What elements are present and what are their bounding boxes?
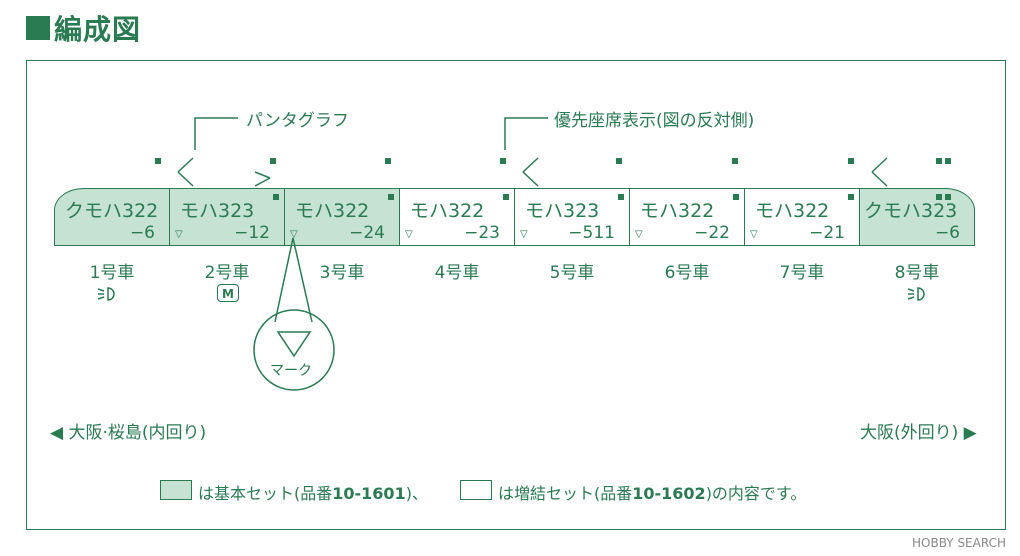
car-number-label: 1号車 [89, 263, 135, 283]
motor-icon: M [217, 284, 239, 302]
car-name: モハ323 [525, 200, 600, 222]
car-name: モハ322 [410, 200, 485, 222]
car-name: クモハ323 [864, 200, 958, 222]
direction-right-text: 大阪(外回り) [860, 423, 959, 443]
car-7: モハ322 −21 ▽ [744, 188, 860, 246]
car-name: モハ322 [295, 200, 370, 222]
car-number: −24 [349, 223, 385, 243]
priority-seat-dot [388, 194, 394, 200]
car-number-label: 6号車 [664, 263, 710, 283]
priority-seat-label: 優先座席表示(図の反対側) [554, 111, 755, 131]
left-arrow-icon: ◀ [50, 423, 64, 443]
car-2: モハ323 −12 ▽ [169, 188, 285, 246]
pantograph-icon [522, 157, 539, 173]
roof-dot [270, 158, 276, 164]
legend-ext-code: 10-1602 [632, 484, 706, 503]
car-number-label: 5号車 [549, 263, 595, 283]
title-text: 編成図 [54, 13, 142, 46]
car-number-label: 2号車 [204, 263, 250, 283]
car-8: クモハ323 −6 [859, 188, 975, 246]
roof-dot [616, 158, 622, 164]
priority-seat-dot [733, 194, 739, 200]
car-5: モハ323 −511 ▽ [514, 188, 630, 246]
triangle-mark-icon: ▽ [290, 229, 298, 240]
car-name: クモハ322 [65, 200, 159, 222]
triangle-mark-icon: ▽ [520, 229, 528, 240]
car-number: −6 [129, 223, 155, 243]
priority-seat-leader [504, 117, 548, 150]
legend-basic-b: )、 [405, 484, 428, 503]
roof-dot [732, 158, 738, 164]
legend-text-ext: は増結セット(品番10-1602)の内容です。 [498, 480, 806, 504]
roof-dot [945, 158, 951, 164]
legend-basic-code: 10-1601 [332, 484, 406, 503]
car-number-label: 3号車 [319, 263, 365, 283]
direction-right: 大阪(外回り) ▶ [860, 418, 977, 443]
car-number: −23 [464, 223, 500, 243]
basic-set-swatch [160, 480, 192, 500]
direction-left-text: 大阪·桜島(内回り) [68, 423, 207, 443]
title-square-icon [26, 16, 50, 40]
roof-dot [848, 158, 854, 164]
car-number: −12 [234, 223, 270, 243]
pantograph-icon [177, 157, 194, 173]
car-4: モハ322 −23 ▽ [399, 188, 515, 246]
car-number: −6 [934, 223, 960, 243]
car-name: モハ322 [640, 200, 715, 222]
car-3: モハ322 −24 ▽ [284, 188, 400, 246]
triangle-mark-icon: ▽ [635, 229, 643, 240]
mark-callout-line [274, 237, 294, 323]
legend-ext-b: )の内容です。 [705, 484, 807, 503]
car-name: モハ322 [755, 200, 830, 222]
mark-caption: マーク [270, 363, 312, 379]
legend-text: は基本セット(品番10-1601)、 [198, 480, 428, 504]
roof-dot [936, 158, 942, 164]
priority-seat-dot [936, 194, 942, 200]
car-name: モハ323 [180, 200, 255, 222]
extension-set-swatch [460, 480, 492, 500]
priority-seat-dot [945, 194, 951, 200]
roof-dot [500, 158, 506, 164]
watermark: HOBBY SEARCH [912, 536, 1006, 550]
roof-dot [155, 158, 161, 164]
headlight-icon [917, 287, 925, 301]
legend-basic-a: は基本セット(品番 [198, 484, 333, 503]
car-number: −21 [809, 223, 845, 243]
triangle-mark-large-icon [276, 331, 312, 358]
pantograph-leader [194, 117, 238, 150]
pantograph-icon [254, 171, 271, 179]
car-1: クモハ322 −6 [54, 188, 170, 246]
diagram-title: 編成図 [26, 10, 141, 46]
pantograph-icon [871, 157, 888, 173]
headlight-icon [107, 287, 115, 301]
direction-left: ◀ 大阪·桜島(内回り) [50, 418, 206, 443]
pantograph-label: パンタグラフ [246, 111, 349, 131]
priority-seat-dot [503, 194, 509, 200]
triangle-mark-icon: ▽ [750, 229, 758, 240]
legend-ext-a: は増結セット(品番 [498, 484, 633, 503]
car-number-label: 7号車 [779, 263, 825, 283]
car-number: −511 [568, 223, 615, 243]
priority-seat-dot [273, 194, 279, 200]
car-number-label: 8号車 [894, 263, 940, 283]
roof-dot [385, 158, 391, 164]
car-number: −22 [694, 223, 730, 243]
priority-seat-dot [848, 194, 854, 200]
diagram-frame [26, 60, 1006, 530]
car-number-label: 4号車 [434, 263, 480, 283]
priority-seat-dot [618, 194, 624, 200]
triangle-mark-icon: ▽ [405, 229, 413, 240]
right-arrow-icon: ▶ [963, 423, 977, 443]
car-6: モハ322 −22 ▽ [629, 188, 745, 246]
mark-callout-circle [253, 309, 335, 391]
triangle-mark-icon: ▽ [175, 229, 183, 240]
